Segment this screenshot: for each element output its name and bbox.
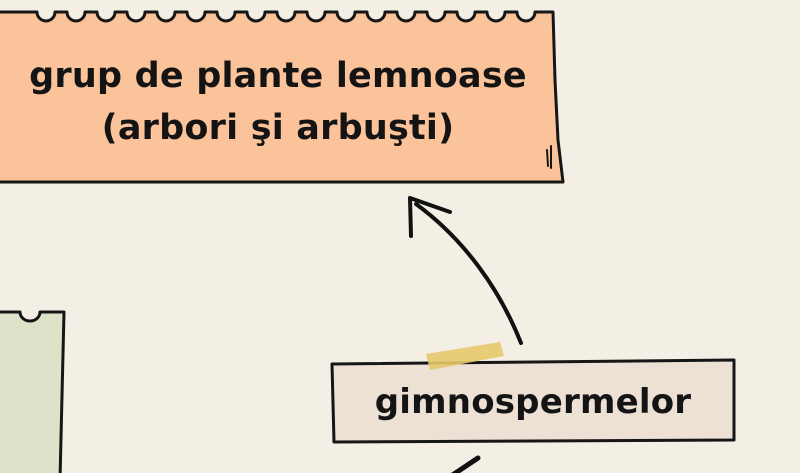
left-node-box — [0, 310, 66, 473]
arrow-line-lower — [450, 455, 481, 473]
bottom-node-label: gimnospermelor — [374, 382, 692, 422]
arrow-line — [414, 202, 523, 345]
top-node-label: grup de plante lemnoase (arbori şi arbuş… — [0, 50, 556, 154]
top-node-line-1: grup de plante lemnoase — [29, 56, 527, 96]
tape-strip — [426, 342, 504, 370]
top-node-line-2: (arbori şi arbuşti) — [101, 108, 455, 148]
bottom-node-box — [330, 358, 736, 444]
top-node-tear-marks — [546, 145, 552, 169]
arrow-head — [408, 196, 452, 238]
top-node-box — [0, 10, 565, 184]
